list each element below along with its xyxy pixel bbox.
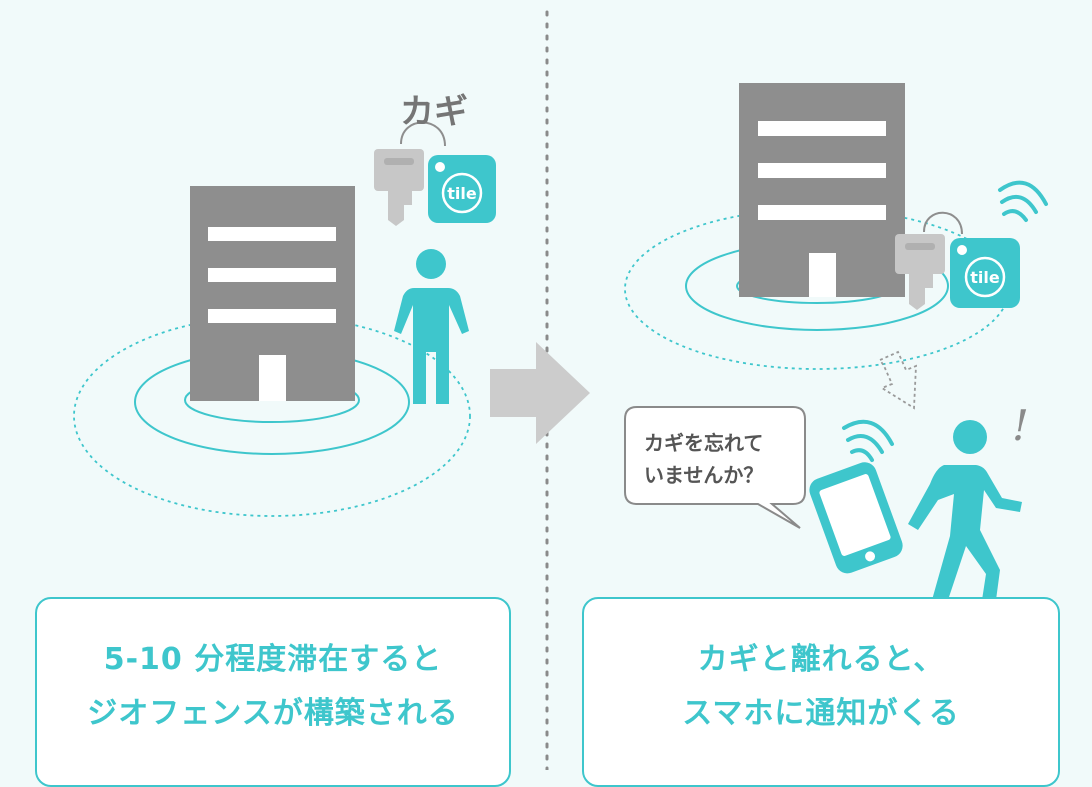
tile-logo-right: tile (970, 268, 1000, 287)
notification-message: カギを忘れて いませんか？ (644, 427, 763, 491)
exclamation-mark: ! (1012, 401, 1029, 450)
caption-left-line-1: 5-10 分程度滞在すると (103, 642, 443, 677)
walking-person-icon (908, 420, 1022, 600)
illustration: tile tile (73, 10, 1048, 770)
signal-waves-icon (998, 180, 1048, 222)
speech-bubble-icon (624, 406, 806, 529)
building-icon (739, 83, 905, 297)
notification-line-1: カギを忘れて (644, 431, 764, 455)
arrow-down-icon (878, 350, 917, 410)
tile-logo-left: tile (447, 184, 477, 203)
smartphone-icon (809, 462, 903, 574)
building-icon (190, 186, 355, 401)
key-icon (374, 121, 446, 226)
caption-left-line-2: ジオフェンスが構築される (87, 696, 459, 731)
tile-tag-icon: tile (950, 238, 1020, 308)
arrow-right-icon (490, 342, 590, 444)
caption-box-right: カギと離れると、 スマホに通知がくる (582, 597, 1060, 787)
key-icon (895, 211, 963, 310)
notification-line-2: いませんか？ (644, 463, 764, 487)
signal-waves-icon (842, 419, 894, 462)
caption-box-left: 5-10 分程度滞在すると ジオフェンスが構築される (35, 597, 511, 787)
person-icon (394, 249, 469, 404)
caption-right-line-1: カギと離れると、 (697, 642, 945, 677)
caption-right-line-2: スマホに通知がくる (682, 696, 960, 731)
key-label: カギ (400, 92, 468, 132)
tile-tag-icon: tile (428, 155, 496, 223)
